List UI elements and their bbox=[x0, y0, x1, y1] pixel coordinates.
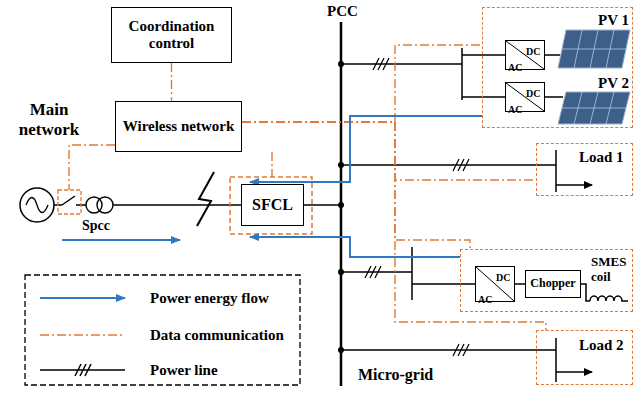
legend-frame bbox=[25, 275, 300, 385]
three-phase-marks bbox=[365, 58, 469, 356]
data-link bbox=[171, 63, 172, 101]
source-label: Main network bbox=[4, 100, 94, 139]
converter-text: AC bbox=[478, 294, 492, 306]
bus-label: PCC bbox=[327, 3, 358, 20]
panel-grid bbox=[562, 92, 626, 124]
box-text: Coordination control bbox=[116, 18, 227, 53]
converter-text: DC bbox=[526, 88, 540, 100]
text-slot: Main network bbox=[4, 100, 94, 139]
group-label: Load 1 bbox=[579, 149, 624, 166]
data-link bbox=[242, 122, 546, 330]
data-link bbox=[242, 122, 536, 180]
load-arrow bbox=[556, 184, 592, 186]
text-slot: DC bbox=[526, 41, 540, 59]
power-label: Spcc bbox=[82, 218, 110, 234]
box-text: SFCL bbox=[252, 196, 293, 214]
converter-box: DCAC bbox=[475, 266, 515, 302]
converter-text: DC bbox=[526, 46, 540, 58]
power-flow-arrow bbox=[250, 116, 482, 182]
panel-grid bbox=[562, 30, 626, 68]
legend-sample bbox=[40, 334, 125, 336]
smes-wiring bbox=[341, 247, 590, 301]
area-label: Micro-grid bbox=[358, 366, 433, 384]
converter-box: DCAC bbox=[505, 40, 545, 70]
text-slot: Spcc bbox=[82, 216, 110, 234]
solar-panel bbox=[558, 30, 630, 68]
text-slot: AC bbox=[508, 57, 522, 75]
legend-text: Data communication bbox=[150, 327, 284, 344]
text-slot: Power line bbox=[150, 361, 218, 379]
text-slot: Micro-grid bbox=[358, 366, 433, 384]
legend-sample bbox=[40, 364, 125, 376]
legend-sample bbox=[40, 297, 125, 299]
power-wire bbox=[304, 204, 341, 206]
legend-text: Power energy flow bbox=[150, 290, 269, 307]
text-slot: PV 1 bbox=[598, 11, 629, 29]
solar-panel bbox=[558, 92, 630, 124]
text-slot: DC bbox=[526, 83, 540, 101]
junction-dot bbox=[338, 202, 344, 208]
box-text: Chopper bbox=[530, 277, 575, 291]
feeder-wire bbox=[54, 204, 241, 206]
sfcl-box: SFCL bbox=[241, 184, 304, 226]
text-slot: PV 2 bbox=[598, 74, 629, 92]
sfcl-frame bbox=[230, 177, 312, 234]
pv-group: PV 1PV 2DCACDCAC bbox=[482, 7, 633, 128]
converter-text: AC bbox=[508, 62, 522, 74]
box-text: Wireless network bbox=[123, 118, 235, 135]
data-link bbox=[271, 152, 272, 184]
junction-dots bbox=[338, 61, 344, 353]
group-label: Load 2 bbox=[579, 337, 624, 354]
load-arrow bbox=[556, 371, 592, 373]
group-label: PV 2 bbox=[598, 75, 629, 92]
text-slot: PCC bbox=[327, 2, 358, 20]
group-label: SMES coil bbox=[591, 255, 633, 285]
sine-wave bbox=[26, 198, 48, 213]
text-slot: AC bbox=[508, 99, 522, 117]
text-slot: Load 2 bbox=[579, 336, 624, 354]
switch-symbol bbox=[62, 196, 75, 205]
text-slot: Power energy flow bbox=[150, 289, 269, 307]
load-group: Load 1 bbox=[536, 143, 633, 196]
switch-frame bbox=[58, 190, 81, 214]
text-slot: DC bbox=[496, 267, 510, 285]
power-flow-arrow bbox=[250, 237, 460, 257]
smes-group: SMES coilDCACChopper bbox=[460, 249, 633, 312]
data-link bbox=[242, 45, 482, 122]
network-box: Wireless network bbox=[115, 101, 242, 152]
power-flow-arrow bbox=[62, 239, 180, 241]
converter-text: DC bbox=[496, 272, 510, 284]
converter-box: DCAC bbox=[505, 82, 545, 112]
converter-text: AC bbox=[508, 104, 522, 116]
source-symbol bbox=[20, 188, 54, 222]
load-wiring bbox=[341, 150, 556, 192]
data-line bbox=[69, 145, 115, 190]
control-box: Coordination control bbox=[111, 7, 232, 63]
load-group: Load 2 bbox=[536, 330, 633, 385]
text-slot: AC bbox=[478, 289, 492, 307]
data-link bbox=[242, 122, 470, 249]
text-slot: SMES coil bbox=[591, 255, 633, 285]
transformer-coil bbox=[97, 197, 113, 213]
group-label: PV 1 bbox=[598, 12, 629, 29]
fault-symbol bbox=[197, 172, 214, 226]
chopper-box: Chopper bbox=[525, 270, 581, 298]
legend-text: Power line bbox=[150, 362, 218, 379]
text-slot: Data communication bbox=[150, 326, 284, 344]
text-slot: Load 1 bbox=[579, 148, 624, 166]
coil-symbol bbox=[590, 296, 628, 301]
